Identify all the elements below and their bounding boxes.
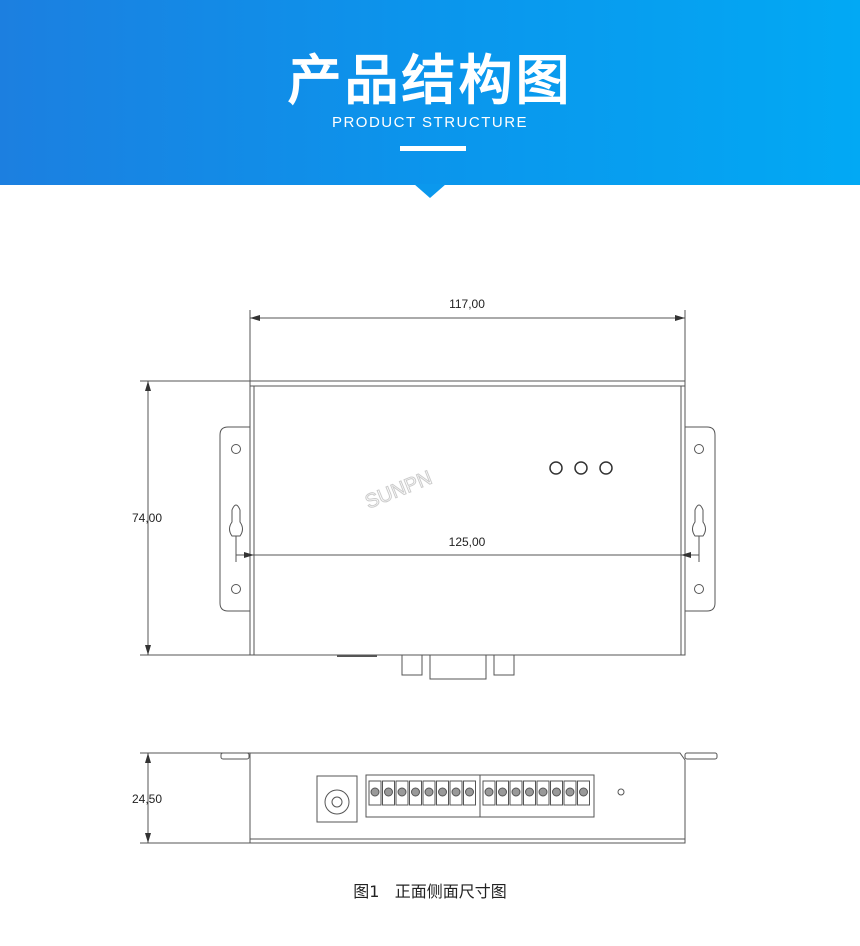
terminal-screw xyxy=(397,787,407,797)
connector-screw xyxy=(401,654,423,676)
page-subtitle: PRODUCT STRUCTURE xyxy=(331,114,529,131)
terminal-screw xyxy=(498,787,507,797)
terminal-screw xyxy=(511,787,521,797)
terminal-screw xyxy=(411,787,420,797)
power-jack xyxy=(316,775,358,823)
terminal-slot xyxy=(536,780,550,806)
terminal-screw xyxy=(565,787,575,797)
power-jack-pin xyxy=(331,796,343,808)
mount-hole xyxy=(231,444,241,454)
terminal-slot xyxy=(496,780,509,806)
header-notch xyxy=(414,184,446,198)
figure-title: 正面侧面尺寸图 xyxy=(394,882,507,901)
mount-hole xyxy=(231,584,241,594)
terminal-slot xyxy=(409,780,422,806)
terminal-screw xyxy=(370,787,380,797)
side-flange-left xyxy=(220,752,250,760)
terminal-slot xyxy=(449,780,463,806)
terminal-screw xyxy=(384,787,393,797)
terminal-slot xyxy=(395,780,409,806)
terminal-slot xyxy=(382,780,395,806)
figure-number: 图1 xyxy=(353,882,380,901)
terminal-slot xyxy=(482,780,496,806)
keyhole-slot xyxy=(692,504,706,537)
dimension-label-depth: 24,50 xyxy=(132,792,162,806)
power-jack-ring xyxy=(324,789,350,815)
dimension-label-width: 117,00 xyxy=(449,297,485,311)
dimension-label-mount-width: 125,00 xyxy=(449,535,486,549)
terminal-screw xyxy=(465,787,474,797)
terminal-slot xyxy=(577,780,590,806)
watermark-logo: SUNPN xyxy=(362,467,435,514)
terminal-screw xyxy=(552,787,561,797)
title-underline xyxy=(400,146,466,151)
terminal-slot xyxy=(563,780,577,806)
terminal-screw xyxy=(424,787,434,797)
side-flange-right xyxy=(684,752,718,760)
terminal-slot xyxy=(422,780,436,806)
device-body-front xyxy=(249,380,686,656)
terminal-slot xyxy=(436,780,449,806)
terminal-block xyxy=(479,774,595,818)
header-banner: 产品结构图 PRODUCT STRUCTURE xyxy=(0,0,860,185)
mount-hole xyxy=(694,444,704,454)
mounting-bracket-right xyxy=(685,426,716,612)
mount-hole xyxy=(694,584,704,594)
terminal-slot xyxy=(368,780,382,806)
connector-screw xyxy=(493,654,515,676)
terminal-screw xyxy=(438,787,447,797)
terminal-screw xyxy=(451,787,461,797)
led-indicator xyxy=(574,461,588,475)
terminal-screw xyxy=(538,787,548,797)
page-title: 产品结构图 xyxy=(287,49,573,112)
dimension-label-height: 74,00 xyxy=(132,511,162,525)
mounting-bracket-left xyxy=(219,426,250,612)
terminal-screw xyxy=(579,787,588,797)
led-indicator xyxy=(599,461,613,475)
device-body-side xyxy=(249,752,686,844)
led-indicator xyxy=(549,461,563,475)
terminal-slot xyxy=(550,780,563,806)
db9-connector xyxy=(429,654,487,680)
reset-hole xyxy=(617,788,625,796)
terminal-screw xyxy=(525,787,534,797)
terminal-slot xyxy=(509,780,523,806)
terminal-slot xyxy=(463,780,476,806)
keyhole-slot xyxy=(229,504,243,537)
terminal-slot xyxy=(523,780,536,806)
figure-caption: 图1 正面侧面尺寸图 xyxy=(0,878,860,902)
terminal-screw xyxy=(484,787,494,797)
